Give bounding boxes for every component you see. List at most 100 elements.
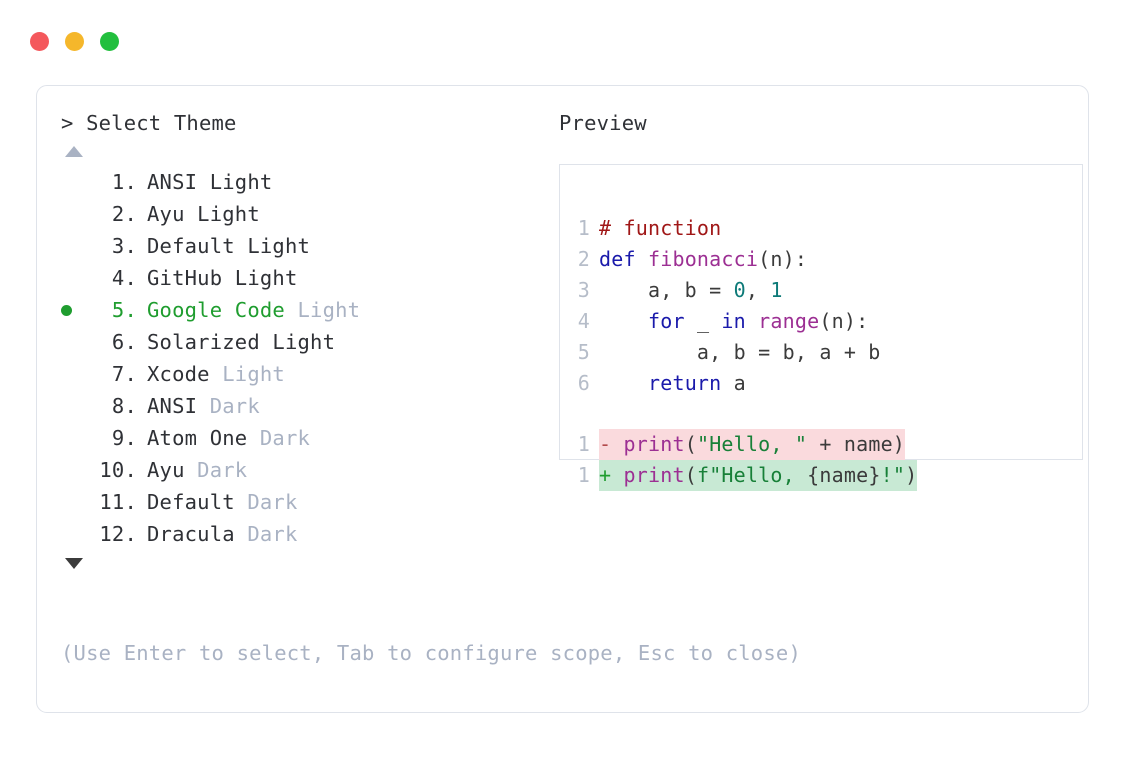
code-line-blank	[568, 399, 1078, 429]
code-token: # function	[599, 216, 722, 240]
theme-item-variant: Light	[209, 362, 285, 386]
code-token: + name)	[807, 432, 906, 456]
code-token: (	[684, 463, 697, 487]
theme-list-item[interactable]: 11.Default Dark	[61, 486, 531, 518]
theme-item-number: 10.	[99, 458, 137, 482]
theme-item-name: Default	[147, 234, 235, 258]
code-token: -	[599, 432, 624, 456]
selected-bullet-cell	[61, 422, 87, 454]
theme-item-variant: Dark	[197, 394, 260, 418]
code-line-text: - print("Hello, " + name)	[599, 429, 906, 460]
line-number: 1	[577, 463, 590, 487]
theme-item-variant: Light	[234, 234, 311, 258]
code-token: ,	[745, 278, 771, 302]
theme-item-name: Google Code	[147, 298, 285, 322]
theme-item-name: ANSI	[147, 170, 198, 194]
line-number: 2	[577, 247, 590, 271]
window-controls	[30, 32, 119, 51]
selected-bullet-cell	[61, 454, 87, 486]
theme-item-number: 5.	[111, 298, 137, 322]
theme-list-item[interactable]: 1. ANSI Light	[61, 166, 531, 198]
code-token: fibonacci	[647, 247, 759, 271]
code-token: (	[684, 432, 697, 456]
code-line-text: return a	[599, 368, 746, 399]
close-dot[interactable]	[30, 32, 49, 51]
theme-item-number: 2.	[111, 202, 137, 226]
scroll-up-indicator[interactable]	[61, 138, 531, 166]
code-token	[599, 371, 648, 395]
selected-bullet-cell	[61, 230, 87, 262]
line-number: 4	[577, 309, 590, 333]
theme-list-item[interactable]: 12. Dracula Dark	[61, 518, 531, 550]
triangle-down-icon[interactable]	[65, 558, 83, 569]
selected-bullet-cell	[61, 166, 87, 198]
code-line: 2 def fibonacci(n):	[568, 244, 1078, 275]
code-token: f"Hello,	[696, 463, 808, 487]
code-line: 1+ print(f"Hello, {name}!")	[568, 460, 1078, 491]
code-token: !"	[880, 463, 906, 487]
triangle-up-icon[interactable]	[65, 146, 83, 157]
theme-item-name: Xcode	[147, 362, 210, 386]
theme-item-number: 11.	[99, 490, 137, 514]
theme-item-variant: Light	[184, 202, 260, 226]
theme-item-name: GitHub	[147, 266, 223, 290]
theme-item-variant: Dark	[247, 426, 311, 450]
theme-item-name: Ayu	[147, 458, 185, 482]
theme-list-item[interactable]: 10. Ayu Dark	[61, 454, 531, 486]
theme-list-item[interactable]: 9. Atom One Dark	[61, 422, 531, 454]
theme-item-name: Dracula	[147, 522, 235, 546]
theme-list-item[interactable]: 5. Google Code Light	[61, 294, 531, 326]
scroll-down-indicator[interactable]	[61, 550, 531, 578]
code-token: _	[696, 309, 722, 333]
code-token: a, b = b, a + b	[599, 340, 881, 364]
theme-item-variant: Light	[284, 298, 361, 322]
code-token: def	[599, 247, 648, 271]
theme-list-item[interactable]: 7. Xcode Light	[61, 358, 531, 390]
code-token: +	[599, 463, 624, 487]
selected-bullet-cell	[61, 198, 87, 230]
code-token: in	[721, 309, 759, 333]
keyboard-hint: (Use Enter to select, Tab to configure s…	[61, 641, 801, 665]
theme-list-item[interactable]: 3. Default Light	[61, 230, 531, 262]
theme-item-name: Atom One	[147, 426, 248, 450]
theme-item-number: 1.	[111, 170, 137, 194]
theme-item-name: ANSI	[147, 394, 198, 418]
code-token	[599, 309, 648, 333]
theme-item-number: 9.	[111, 426, 137, 450]
theme-list-item[interactable]: 6.Solarized Light	[61, 326, 531, 358]
code-token: return	[647, 371, 734, 395]
theme-list-item[interactable]: 8. ANSI Dark	[61, 390, 531, 422]
theme-item-variant: Light	[222, 266, 298, 290]
line-number: 1	[577, 216, 590, 240]
theme-item-number: 12.	[99, 522, 137, 546]
theme-item-variant: Light	[259, 330, 336, 354]
theme-item-variant: Dark	[234, 522, 298, 546]
theme-item-variant: Dark	[234, 490, 298, 514]
code-token: print	[623, 463, 685, 487]
code-token: a	[733, 371, 746, 395]
code-token: (n):	[819, 309, 869, 333]
code-line-text: def fibonacci(n):	[599, 244, 807, 275]
selected-bullet-cell	[61, 262, 87, 294]
minimize-dot[interactable]	[65, 32, 84, 51]
code-token: for	[647, 309, 697, 333]
code-line-text: for _ in range(n):	[599, 306, 868, 337]
select-theme-heading: > Select Theme	[61, 111, 237, 135]
theme-item-name: Ayu	[147, 202, 185, 226]
code-line: 4 for _ in range(n):	[568, 306, 1078, 337]
theme-item-number: 7.	[111, 362, 137, 386]
maximize-dot[interactable]	[100, 32, 119, 51]
theme-list-item[interactable]: 4.GitHub Light	[61, 262, 531, 294]
preview-heading: Preview	[559, 111, 647, 135]
theme-list-item[interactable]: 2. Ayu Light	[61, 198, 531, 230]
code-token: 1	[770, 278, 783, 302]
code-line: 1 # function	[568, 213, 1078, 244]
theme-item-variant: Dark	[184, 458, 248, 482]
theme-item-number: 8.	[111, 394, 137, 418]
theme-item-variant: Light	[197, 170, 273, 194]
theme-item-number: 3.	[111, 234, 137, 258]
selected-bullet-icon	[61, 304, 72, 316]
